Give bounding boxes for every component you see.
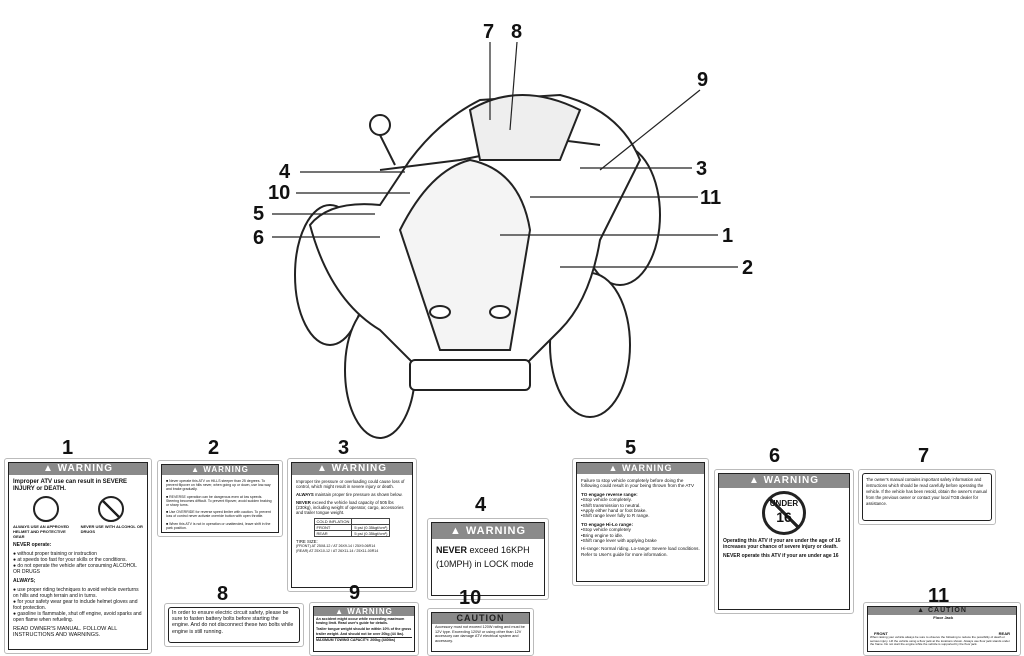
label-10-header: CAUTION [432,613,529,624]
label-5-number: 5 [625,437,637,459]
label-3-tire-size: TIRE SIZE: [296,539,318,544]
label-1-icon2-caption: NEVER USE WITH ALCOHOL OR DRUGS [80,524,143,534]
label-2-item: REVERSE operation can be dangerous even … [166,494,272,508]
label-7: The owner's manual contains important sa… [858,469,996,525]
label-11-header: ▲ CAUTION [868,607,1016,615]
label-9-header: ▲ WARNING [314,607,414,616]
label-2-header: ▲ WARNING [162,465,278,475]
label-1-header: ▲ WARNING [9,463,147,475]
callout-8: 8 [511,21,523,43]
label-3-number: 3 [338,437,350,459]
label-8-number: 8 [217,583,229,605]
callout-7: 7 [483,21,495,43]
label-4-number: 4 [475,494,487,516]
label-9-number: 9 [349,582,361,604]
label-11-text: When raising your vehicle always be sure… [870,635,1010,647]
label-7-number: 7 [918,445,930,467]
label-3-tire-rear: (REAR) AT 25X10-12 / AT 26X11-14 / 25X11… [296,549,379,553]
label-9-p1: An accident might occur while exceeding … [316,617,405,626]
label-1-icon1-caption: ALWAYS USE AN APPROVED HELMET AND PROTEC… [13,524,70,539]
label-2: ▲ WARNING ■ Never operate this ATV on HI… [157,460,283,537]
label-3: ▲ WARNING Improper tire pressure or over… [287,458,417,592]
label-1-number: 1 [62,437,74,459]
label-1-always: ALWAYS; [13,578,36,584]
label-10-text: Accessory must not exceed 120W rating an… [435,625,525,643]
label-4-line2: (10MPH) in LOCK mode [436,559,534,569]
label-1-footer: READ OWNER'S MANUAL. FOLLOW ALL INSTRUCT… [13,626,118,638]
label-1-always-items: ● use proper riding techniques to avoid … [13,587,142,623]
label-9-footer: MAXIMUM TOWING CAPACITY: 200kg (440lbs) [316,636,412,642]
mirror [369,114,391,136]
label-2-item: When this ATV is not in operation or una… [166,521,271,530]
label-4-header: ▲ WARNING [432,523,544,539]
callout-4: 4 [279,161,291,183]
label-5-p1: Failure to stop vehicle completely befor… [581,478,695,489]
label-5: ▲ WARNING Failure to stop vehicle comple… [572,458,709,586]
label-1-never: NEVER operate: [13,542,52,548]
label-3-p1: Improper tire pressure or overloading co… [296,479,405,489]
label-8-text: In order to ensure electric circuit safe… [172,610,294,635]
label-11-number: 11 [928,585,950,607]
bumper [409,359,531,391]
label-9: ▲ WARNING An accident might occur while … [309,602,419,656]
label-2-number: 2 [208,437,220,459]
callout-5: 5 [253,203,265,225]
label-10-number: 10 [459,587,482,609]
callout-3: 3 [696,158,708,180]
callout-11: 11 [700,187,722,209]
helmet-icon [32,496,59,522]
callout-2: 2 [742,257,754,279]
no-alcohol-icon [97,496,124,522]
label-6-header: ▲ WARNING [719,474,849,488]
callout-10: 10 [268,182,291,204]
label-1-lead: Improper ATV use can result in SEVERE IN… [13,479,128,492]
label-4: ▲ WARNING NEVER exceed 16KPH(10MPH) in L… [427,518,549,600]
label-5-p2: Hi-range: Normal riding. Lo-range: Sever… [581,546,700,557]
label-9-p2: Trailer tongue weight should be within 1… [316,627,412,636]
label-6-p1: Operating this ATV if your are under the… [723,538,841,550]
label-5-header: ▲ WARNING [577,463,704,474]
callout-9: 9 [697,69,709,91]
label-6-p2: NEVER operate this ATV if your are under… [723,553,839,559]
label-1: ▲ WARNING Improper ATV use can result in… [4,458,152,654]
label-7-text: The owner's manual contains important sa… [866,477,987,506]
label-6-number: 6 [769,445,781,467]
label-3-tire-front: (FRONT) AT 25X8-12 / AT 26X9-14 / 25X9-0… [296,544,376,548]
atv-drawing [272,41,738,439]
fender [398,158,532,351]
label-2-item: Never operate this ATV on HILLS steeper … [166,479,271,492]
label-3-header: ▲ WARNING [292,463,412,475]
label-1-never-items: ● without proper training or instruction… [13,551,137,575]
seat [468,94,582,161]
label-10: CAUTION Accessory must not exceed 120W r… [427,608,534,656]
callout-1: 1 [722,225,734,247]
callout-6: 6 [253,227,265,249]
label-2-item: Use OVERRIDE for reverse speed limiter w… [166,510,271,519]
label-8: In order to ensure electric circuit safe… [164,603,304,647]
